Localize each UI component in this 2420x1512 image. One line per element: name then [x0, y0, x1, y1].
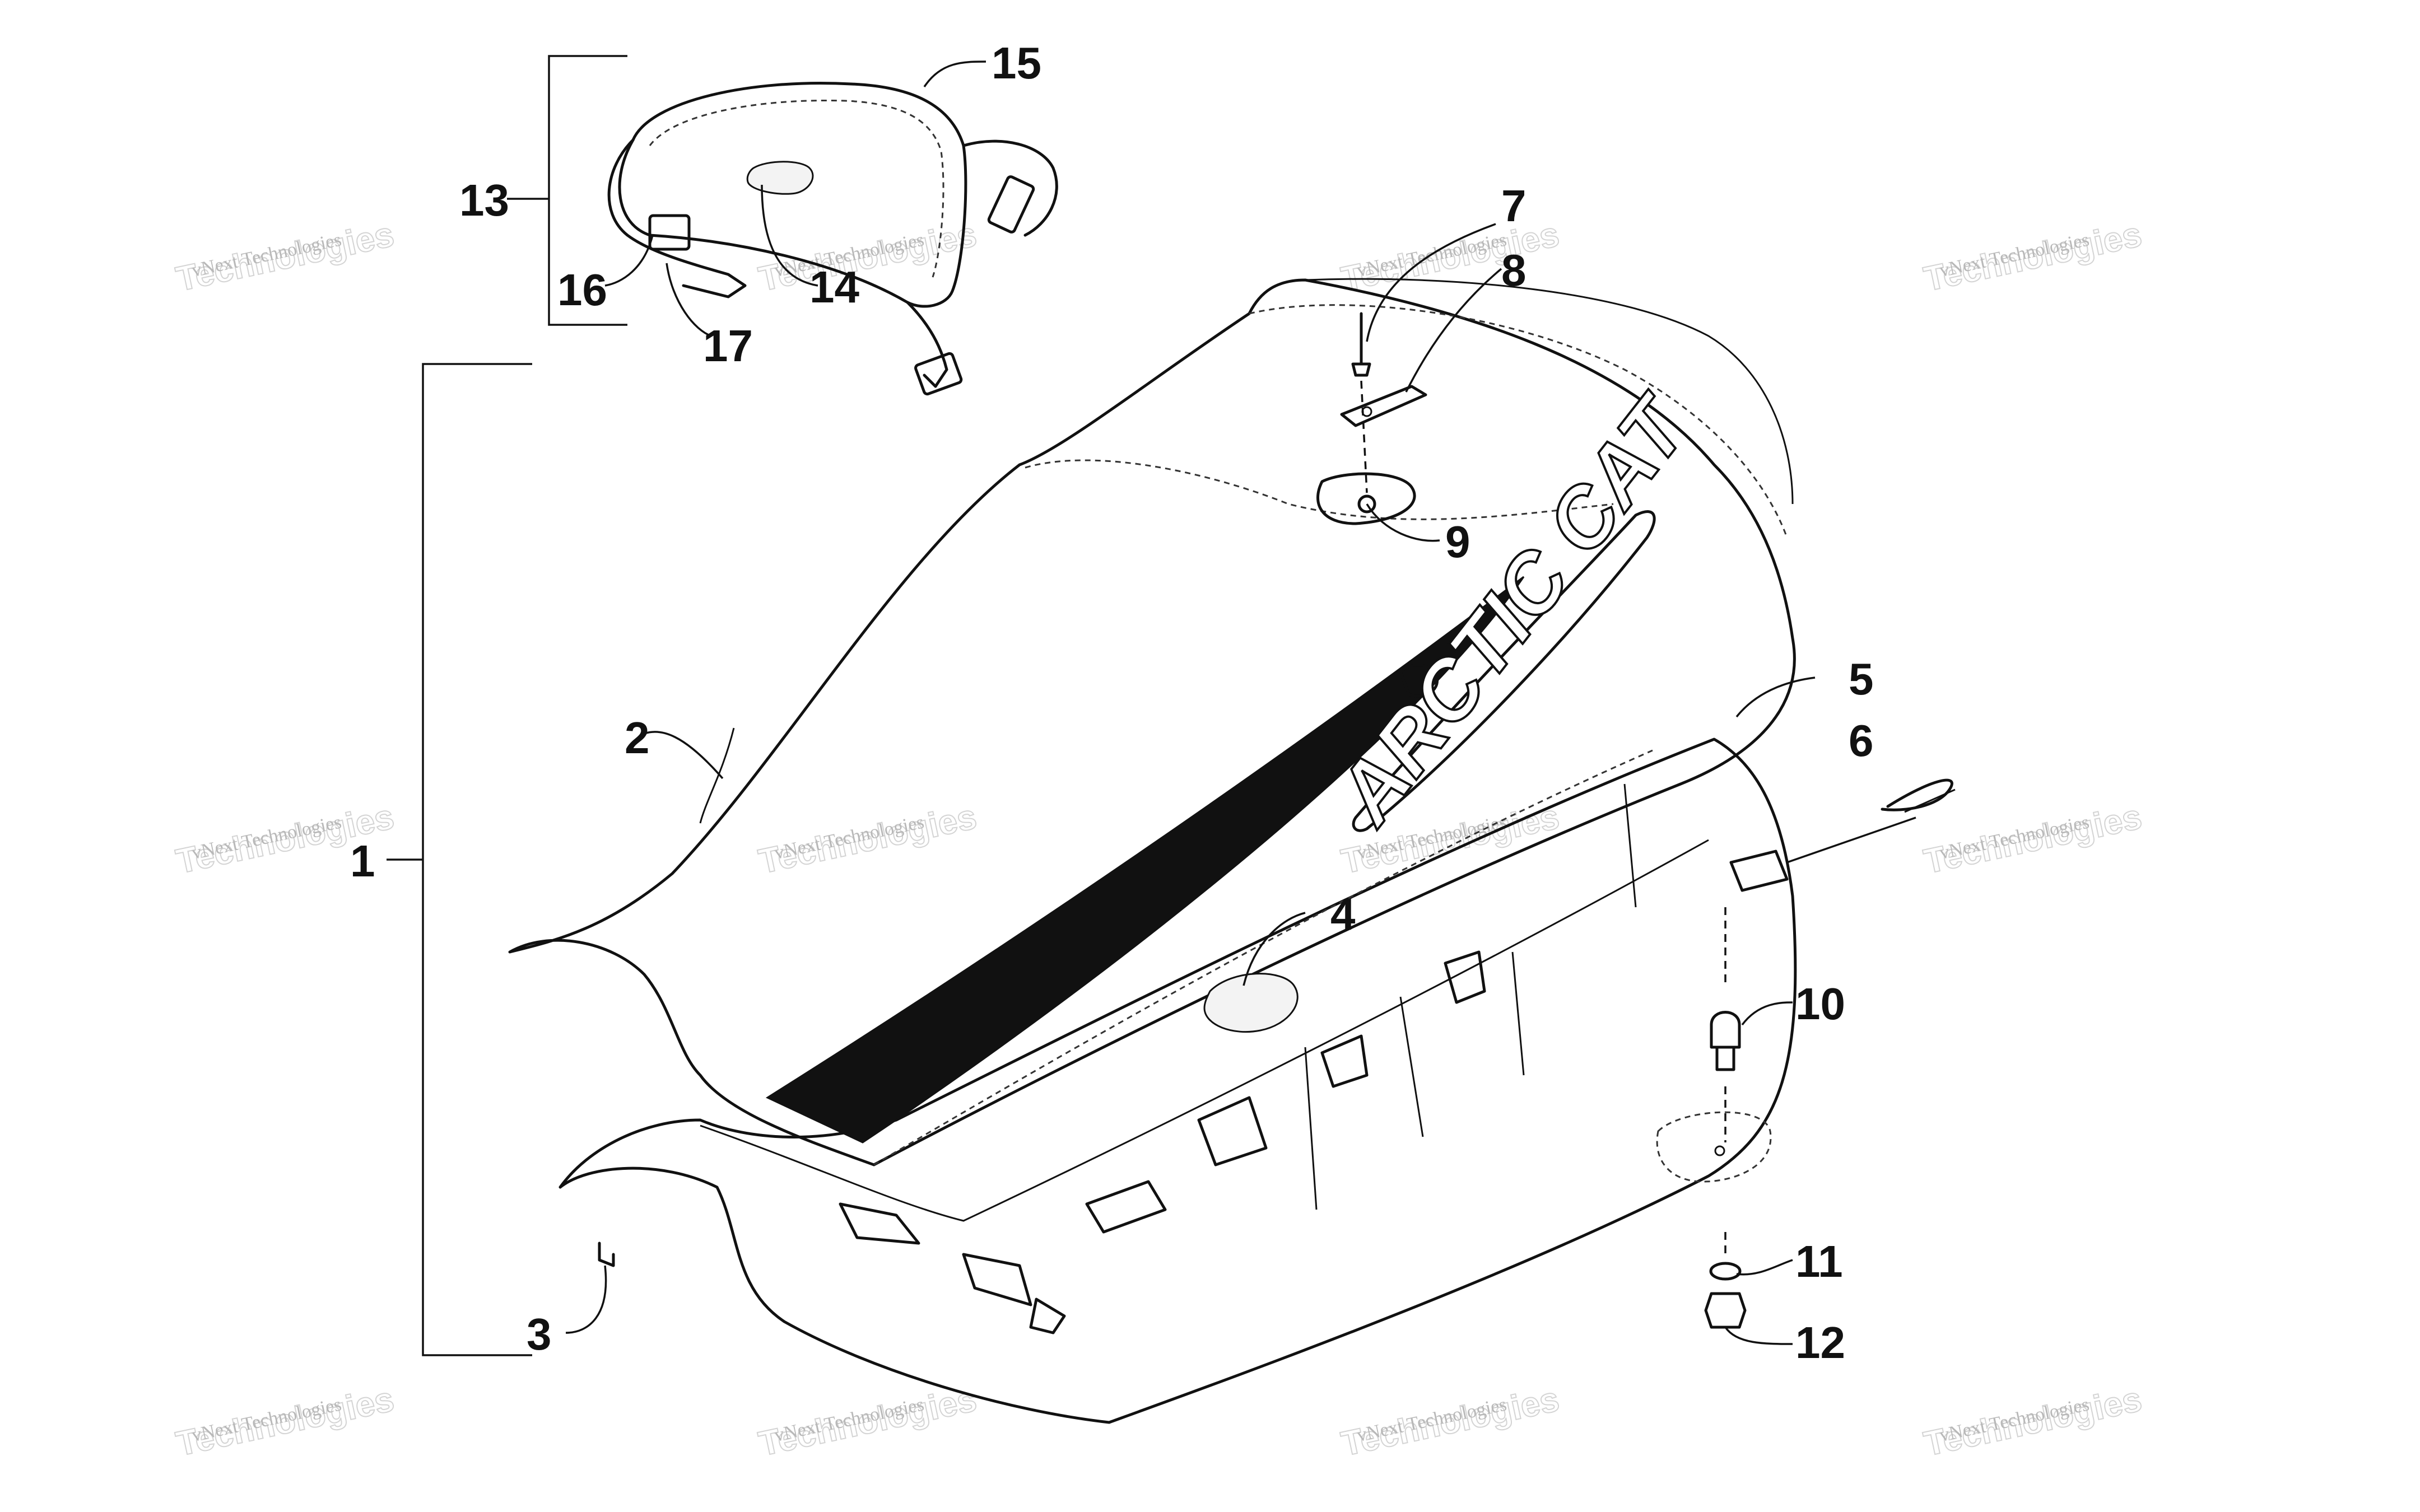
gasket-9	[1316, 472, 1416, 525]
base-cutout	[1029, 1298, 1066, 1334]
leader-12	[1724, 1326, 1793, 1345]
strap-clip-right	[987, 175, 1035, 234]
leader-9	[1366, 503, 1440, 542]
watermark: Technologies vNext Technologies	[1920, 1379, 2146, 1464]
leader-14	[761, 184, 818, 287]
seat-logo-text: ARCTIC CAT	[1316, 377, 1708, 842]
bracket-8	[1340, 385, 1427, 427]
leader-15	[923, 60, 986, 87]
part-label-11: 11	[1795, 1236, 1843, 1286]
clip-3	[598, 1242, 615, 1267]
nut-12	[1704, 1292, 1747, 1329]
base-rib	[1304, 1047, 1318, 1210]
leader-5	[1735, 676, 1816, 718]
part-label-1: 1	[350, 836, 375, 886]
backrest-cushion	[618, 81, 967, 308]
base-cutout	[839, 1202, 920, 1245]
bracket-assembly-1	[387, 363, 532, 1356]
part-label-6: 6	[1849, 716, 1874, 766]
leader-17	[666, 263, 712, 337]
seat-latch-5	[1729, 850, 1789, 892]
washer-11	[1709, 1262, 1742, 1281]
leader-lines	[565, 60, 1816, 1345]
hair-pin-6-leg	[1904, 788, 1956, 813]
part-label-13: 13	[459, 175, 509, 225]
base-cutout	[1320, 1034, 1369, 1088]
base-cutout	[1444, 950, 1486, 1004]
leader-10	[1741, 1001, 1793, 1026]
strap-buckle-16	[648, 214, 691, 251]
base-cutout	[1085, 1180, 1167, 1234]
backrest-stitch	[649, 100, 944, 278]
base-cutout	[1197, 1096, 1268, 1166]
watermark: Technologies vNext Technologies	[1920, 214, 2146, 300]
screw-7	[1351, 312, 1371, 377]
backrest-strap-left	[607, 138, 747, 298]
base-rib	[1399, 996, 1424, 1137]
foam-patch-14	[746, 161, 814, 195]
part-label-7: 7	[1501, 181, 1527, 231]
base-rib	[1511, 951, 1525, 1076]
watermark: Technologies vNext Technologies	[173, 1379, 398, 1464]
watermark: Technologies vNext Technologies	[173, 214, 398, 300]
part-label-2: 2	[625, 713, 650, 763]
gasket-grommet	[1357, 494, 1376, 514]
hardware-axis-top	[1360, 380, 1368, 493]
backrest-assembly	[607, 81, 1058, 396]
part-label-17: 17	[703, 321, 753, 371]
seat-cushion: ARCTIC CAT	[508, 278, 1796, 1166]
watermark: Technologies vNext Technologies	[1338, 214, 1563, 300]
leader-16	[604, 235, 654, 287]
leader-8	[1405, 268, 1502, 393]
part-label-12: 12	[1795, 1318, 1845, 1368]
leader-4	[1242, 912, 1306, 986]
seat-front-curve	[699, 727, 735, 824]
part-label-4: 4	[1330, 889, 1356, 939]
hardware	[598, 312, 1956, 1329]
seat-side-panel	[765, 576, 1525, 1144]
watermark: Technologies vNext Technologies	[1920, 797, 2146, 882]
part-label-5: 5	[1849, 654, 1874, 704]
part-label-9: 9	[1445, 517, 1470, 567]
watermark: Technologies vNext Technologies	[755, 1379, 981, 1464]
part-label-8: 8	[1501, 245, 1527, 295]
base-cutout	[962, 1253, 1032, 1306]
rubber-pad-hole	[1714, 1145, 1725, 1156]
leader-2	[644, 731, 724, 780]
strap-buckle-lower	[914, 352, 963, 396]
leader-7	[1366, 223, 1496, 342]
seat-trim-oval	[1399, 664, 1439, 698]
watermark: Technologies vNext Technologies	[755, 797, 981, 882]
leader-3	[565, 1265, 607, 1334]
part-labels: 15 13 16 14 17 7 8 9 2 1 4 5 6 10 11 12 …	[350, 38, 1874, 1368]
seat-rear-edge	[1305, 278, 1794, 505]
part-label-15: 15	[992, 38, 1041, 88]
backrest-side	[962, 139, 1058, 237]
hair-pin-6-leader	[1786, 816, 1916, 864]
push-rivet-10	[1710, 1011, 1741, 1071]
bracket-assembly-13	[507, 55, 627, 326]
seat-logo-panel	[1352, 510, 1656, 832]
foam-patch-4	[1203, 973, 1299, 1033]
part-label-3: 3	[527, 1309, 552, 1359]
part-label-14: 14	[809, 262, 859, 312]
hair-pin-6	[1881, 778, 1953, 811]
backrest-strap-right	[906, 301, 948, 388]
leader-11	[1736, 1259, 1793, 1276]
part-label-16: 16	[557, 265, 607, 315]
seat-base-inner-rim	[700, 839, 1709, 1222]
seat-top-stitch	[1249, 304, 1788, 538]
part-label-10: 10	[1795, 979, 1845, 1029]
seat-cushion-outline	[508, 278, 1796, 1166]
watermark: Technologies vNext Technologies	[1338, 1379, 1563, 1464]
rubber-pad	[1656, 1111, 1772, 1183]
